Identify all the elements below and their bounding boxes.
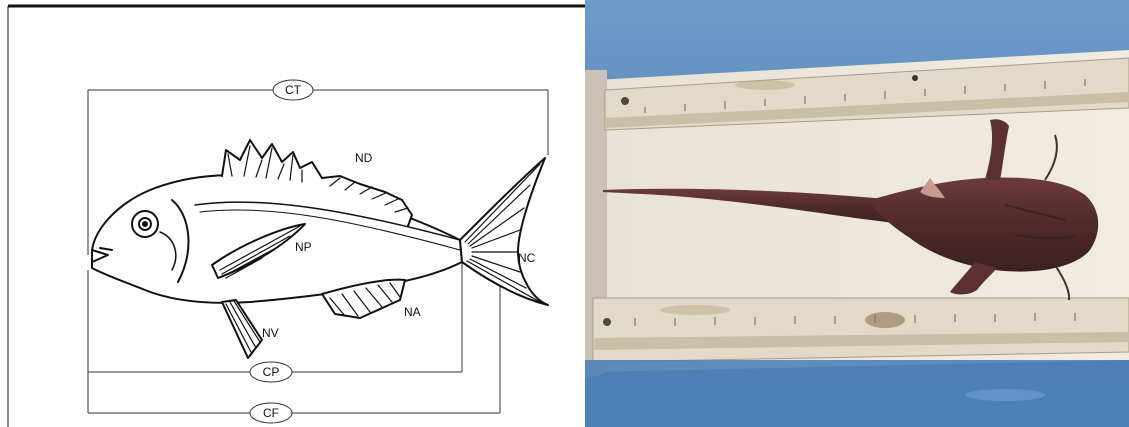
fish-measurement-diagram: CT CP CF [0, 0, 585, 427]
photo-svg [585, 0, 1129, 427]
bottom-ruler [593, 298, 1129, 362]
fish-drawing [92, 140, 548, 358]
catfish-photo [585, 0, 1129, 427]
np-label: NP [295, 240, 312, 254]
na-label: NA [404, 305, 421, 319]
nv-label: NV [262, 326, 279, 340]
fish-caudal-fin [460, 158, 548, 305]
nc-label: NC [518, 251, 536, 265]
cp-label: CP [263, 365, 280, 379]
ct-label: CT [285, 83, 302, 97]
water-foreground [585, 360, 1129, 427]
diagram-svg: CT CP CF [0, 0, 585, 427]
cf-label: CF [263, 406, 279, 420]
nd-label: ND [355, 151, 373, 165]
